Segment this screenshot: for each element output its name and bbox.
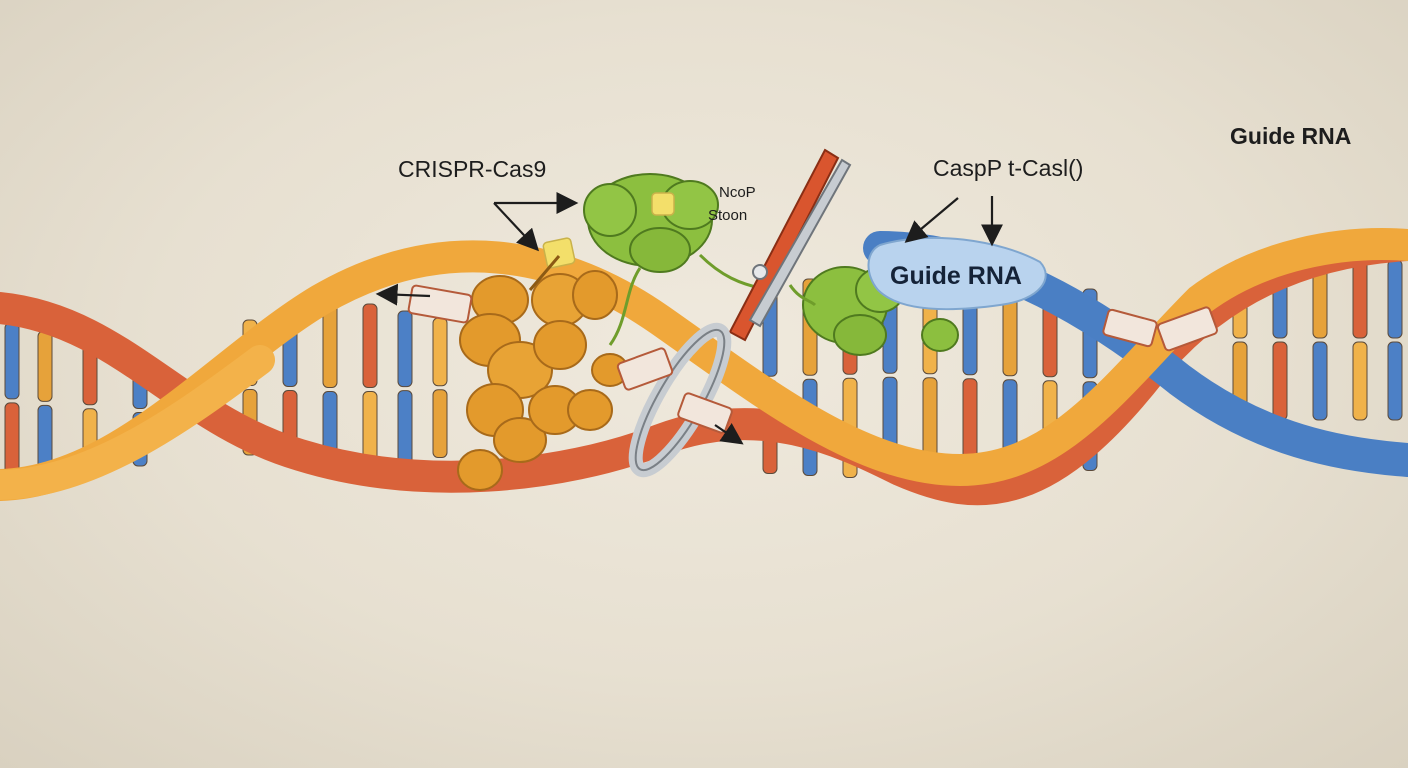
green-protein-top xyxy=(583,173,771,346)
base-pair-rung xyxy=(37,330,53,402)
steon-label: Stoon xyxy=(708,207,748,224)
guide-rna-title-label: Guide RNA xyxy=(1230,123,1352,149)
cas9-protein xyxy=(457,237,629,491)
base-pair-rung xyxy=(362,303,378,388)
guide-rna-blob xyxy=(867,236,1047,311)
dna-tags xyxy=(407,284,1218,434)
base-pair-rung xyxy=(1352,341,1368,421)
base-pair-rung xyxy=(1312,341,1328,421)
arrow-icon xyxy=(375,192,1003,445)
green-protein-right xyxy=(788,266,959,356)
base-pair-rung xyxy=(4,322,20,400)
dna-strand-orange xyxy=(0,228,1408,501)
base-pair-rung xyxy=(4,402,20,480)
base-pair-rung xyxy=(322,303,338,388)
base-pair-rung xyxy=(1272,341,1288,421)
base-pair-rung xyxy=(1387,259,1403,339)
crispr-cas9-label: CRISPR-Cas9 xyxy=(398,156,547,182)
caspt-casl-label: CaspP t-Casl() xyxy=(933,155,1084,181)
nicop-label: NcoP xyxy=(719,184,756,201)
base-pair-rung xyxy=(397,390,413,467)
base-pair-rung xyxy=(432,317,448,387)
scissors-icon xyxy=(628,148,852,478)
base-pair-rung xyxy=(432,389,448,458)
guide-rna-blob-label: Guide RNA xyxy=(890,262,1022,290)
base-pair-rung xyxy=(397,310,413,388)
base-pair-rung xyxy=(1352,259,1368,339)
dna-strand-orange-front xyxy=(0,345,275,500)
base-pair-rung xyxy=(1387,341,1403,421)
